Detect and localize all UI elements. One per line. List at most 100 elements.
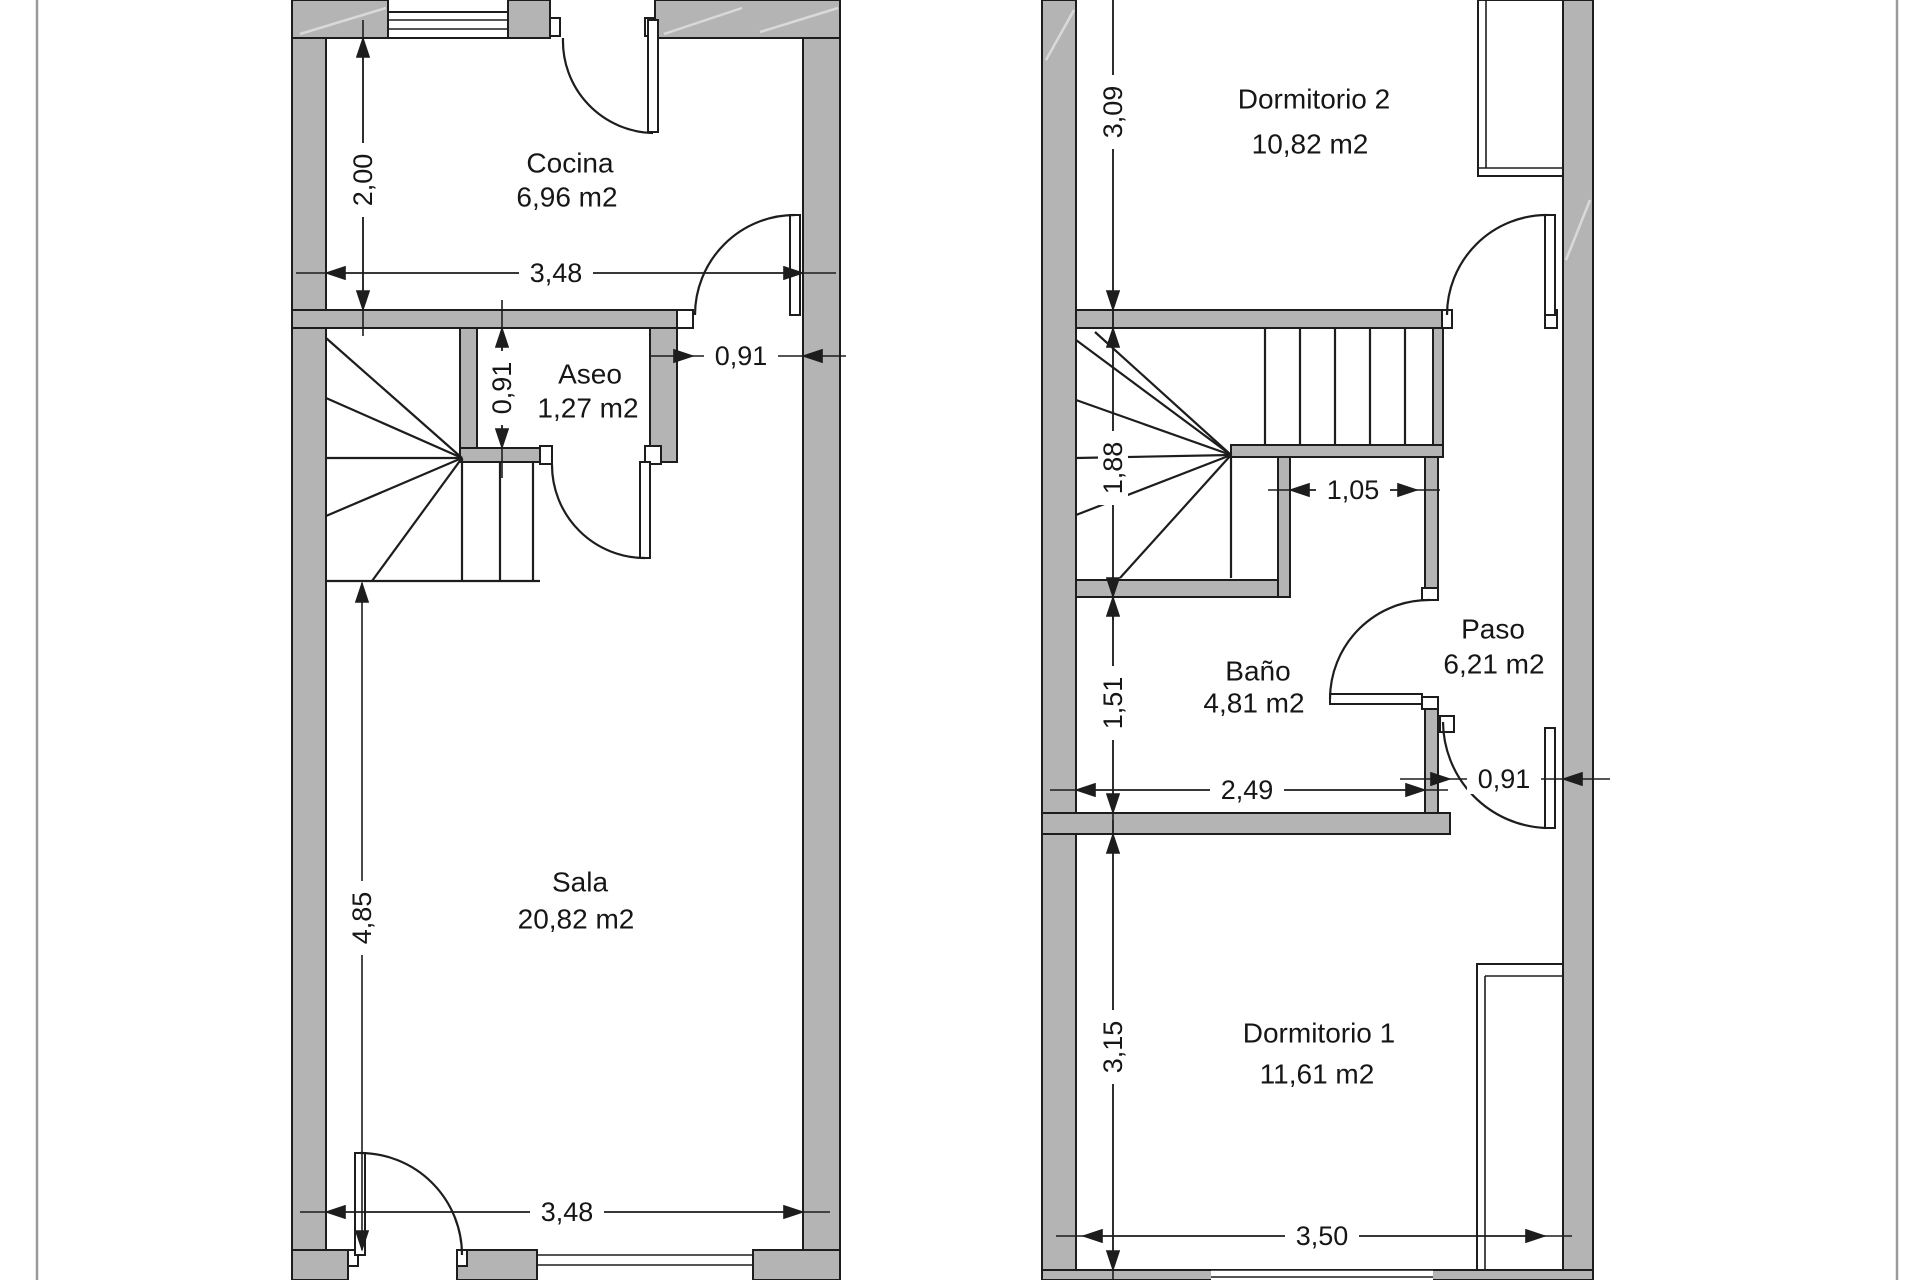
- door-swing-arc: [1445, 213, 1548, 316]
- svg-text:Dormitorio 1: Dormitorio 1: [1243, 1018, 1395, 1049]
- window-sala-bottom: [537, 1254, 753, 1266]
- room-label-dormitorio2: Dormitorio 2 10,82 m2: [1238, 84, 1390, 160]
- svg-text:Sala: Sala: [552, 867, 608, 898]
- dim-label: 3,09: [1098, 86, 1128, 139]
- wall-cocina-bottom: [291, 309, 678, 329]
- window-cocina-top: [387, 11, 509, 39]
- closet-dormitorio2: [1477, 0, 1564, 177]
- dim-sala-height: 4,85: [347, 581, 377, 1252]
- door-swing-arc: [693, 213, 796, 316]
- wall-aseo-right: [649, 327, 678, 463]
- wall-stair-bottom: [1075, 579, 1291, 598]
- dim-label: 1,88: [1098, 442, 1128, 495]
- wall-hatch: [759, 6, 839, 34]
- closet-body: [1476, 963, 1564, 1271]
- room-label-aseo: Aseo 1,27 m2: [537, 359, 638, 424]
- room-label-sala: Sala 20,82 m2: [518, 867, 635, 935]
- wall-bottom-segment-a: [291, 1249, 349, 1280]
- svg-text:Dormitorio 2: Dormitorio 2: [1238, 84, 1390, 115]
- door-swing-arc: [1328, 598, 1431, 700]
- dim-dorm1-width: 3,50: [1056, 1221, 1572, 1251]
- door-swing-arc: [561, 37, 654, 135]
- door-jamb: [1421, 696, 1439, 710]
- room-label-paso: Paso 6,21 m2: [1443, 614, 1544, 680]
- door-jamb: [549, 17, 561, 37]
- wall-bano-right-lower: [1424, 696, 1439, 814]
- window-frame: [387, 11, 509, 39]
- room-label-dormitorio1: Dormitorio 1 11,61 m2: [1243, 1018, 1395, 1090]
- stair-winder-line: [1075, 339, 1232, 456]
- stair-winder-line: [1119, 454, 1232, 579]
- window-dorm1-bottom: [1211, 1269, 1433, 1280]
- dim-dorm1-door-width: 0,91: [1400, 764, 1610, 794]
- svg-text:4,81 m2: 4,81 m2: [1203, 688, 1304, 719]
- wall-top-segment-c: [654, 0, 841, 39]
- wall-hatch: [663, 6, 743, 36]
- svg-text:1,27 m2: 1,27 m2: [537, 393, 638, 424]
- door-dormitorio1: [1439, 715, 1556, 830]
- door-leaf: [639, 461, 651, 559]
- door-dormitorio2: [1441, 213, 1558, 329]
- door-jamb: [644, 445, 662, 465]
- door-leaf: [1544, 214, 1556, 316]
- door-swing-arc: [359, 1151, 464, 1256]
- wall-exterior-left: [1041, 0, 1077, 1280]
- dim-bano-width: 2,49: [1050, 775, 1448, 805]
- dim-label: 0,91: [715, 341, 768, 371]
- wall-stair-band-bottom: [1230, 444, 1444, 458]
- upper-floor-plan: 3,09 1,88 1,05 1,51: [1041, 0, 1610, 1280]
- stair-winder-line: [325, 337, 463, 459]
- dim-dorm1-height: 3,15: [1098, 820, 1128, 1280]
- closet-body: [1477, 0, 1564, 177]
- svg-text:6,21 m2: 6,21 m2: [1443, 649, 1544, 680]
- door-jamb: [1421, 587, 1439, 601]
- wall-exterior-right: [802, 0, 841, 1280]
- wall-stair-right: [1432, 327, 1444, 458]
- room-label-bano: Baño 4,81 m2: [1203, 656, 1304, 719]
- wall-dorm2-bottom: [1075, 309, 1451, 329]
- wall-bottom-segment-c: [752, 1249, 841, 1280]
- svg-text:6,96 m2: 6,96 m2: [516, 182, 617, 213]
- door-leaf: [354, 1152, 366, 1256]
- room-label-cocina: Cocina 6,96 m2: [516, 148, 617, 213]
- door-swing-arc: [1441, 721, 1546, 830]
- dim-label: 3,48: [530, 258, 583, 288]
- door-swing-arc: [550, 464, 646, 560]
- closet-dormitorio1: [1476, 963, 1564, 1271]
- wall-aseo-left: [459, 327, 478, 463]
- wall-exterior-right: [1562, 0, 1594, 1280]
- svg-text:20,82 m2: 20,82 m2: [518, 904, 635, 935]
- wall-hatch: [1564, 199, 1592, 261]
- wall-top-segment-b: [507, 0, 551, 39]
- svg-text:11,61 m2: 11,61 m2: [1260, 1059, 1375, 1090]
- dim-aseo-height: 0,91: [487, 300, 517, 478]
- svg-text:Paso: Paso: [1461, 614, 1525, 645]
- door-aseo: [539, 445, 662, 560]
- dim-label: 3,48: [541, 1197, 594, 1227]
- svg-text:10,82 m2: 10,82 m2: [1252, 129, 1369, 160]
- door-bano: [1328, 587, 1439, 710]
- door-jamb: [347, 1249, 359, 1267]
- dim-dorm2-height: 3,09: [1098, 0, 1128, 336]
- dim-label: 4,85: [347, 892, 377, 945]
- stair-winder-line: [1075, 398, 1232, 457]
- wall-bano-right-upper: [1424, 456, 1439, 601]
- dim-label: 0,91: [487, 362, 517, 415]
- dim-label: 2,00: [348, 154, 378, 207]
- door-jamb: [539, 445, 553, 465]
- dim-label: 3,15: [1098, 1021, 1128, 1074]
- dim-stairs-height: 1,88: [1098, 310, 1128, 620]
- wall-bottom-segment-b: [456, 1249, 538, 1280]
- wall-bano-alcove-left: [1277, 456, 1291, 598]
- door-leaf: [647, 19, 659, 133]
- wall-exterior-left: [291, 0, 327, 1280]
- stair-winder-line: [371, 457, 463, 582]
- door-jamb: [676, 309, 694, 329]
- door-leaf: [1544, 727, 1556, 829]
- stair-winder-line: [325, 456, 463, 518]
- door-leaf: [789, 214, 801, 316]
- svg-text:Baño: Baño: [1225, 656, 1290, 687]
- door-leaf: [1329, 693, 1423, 705]
- wall-hatch: [299, 6, 387, 36]
